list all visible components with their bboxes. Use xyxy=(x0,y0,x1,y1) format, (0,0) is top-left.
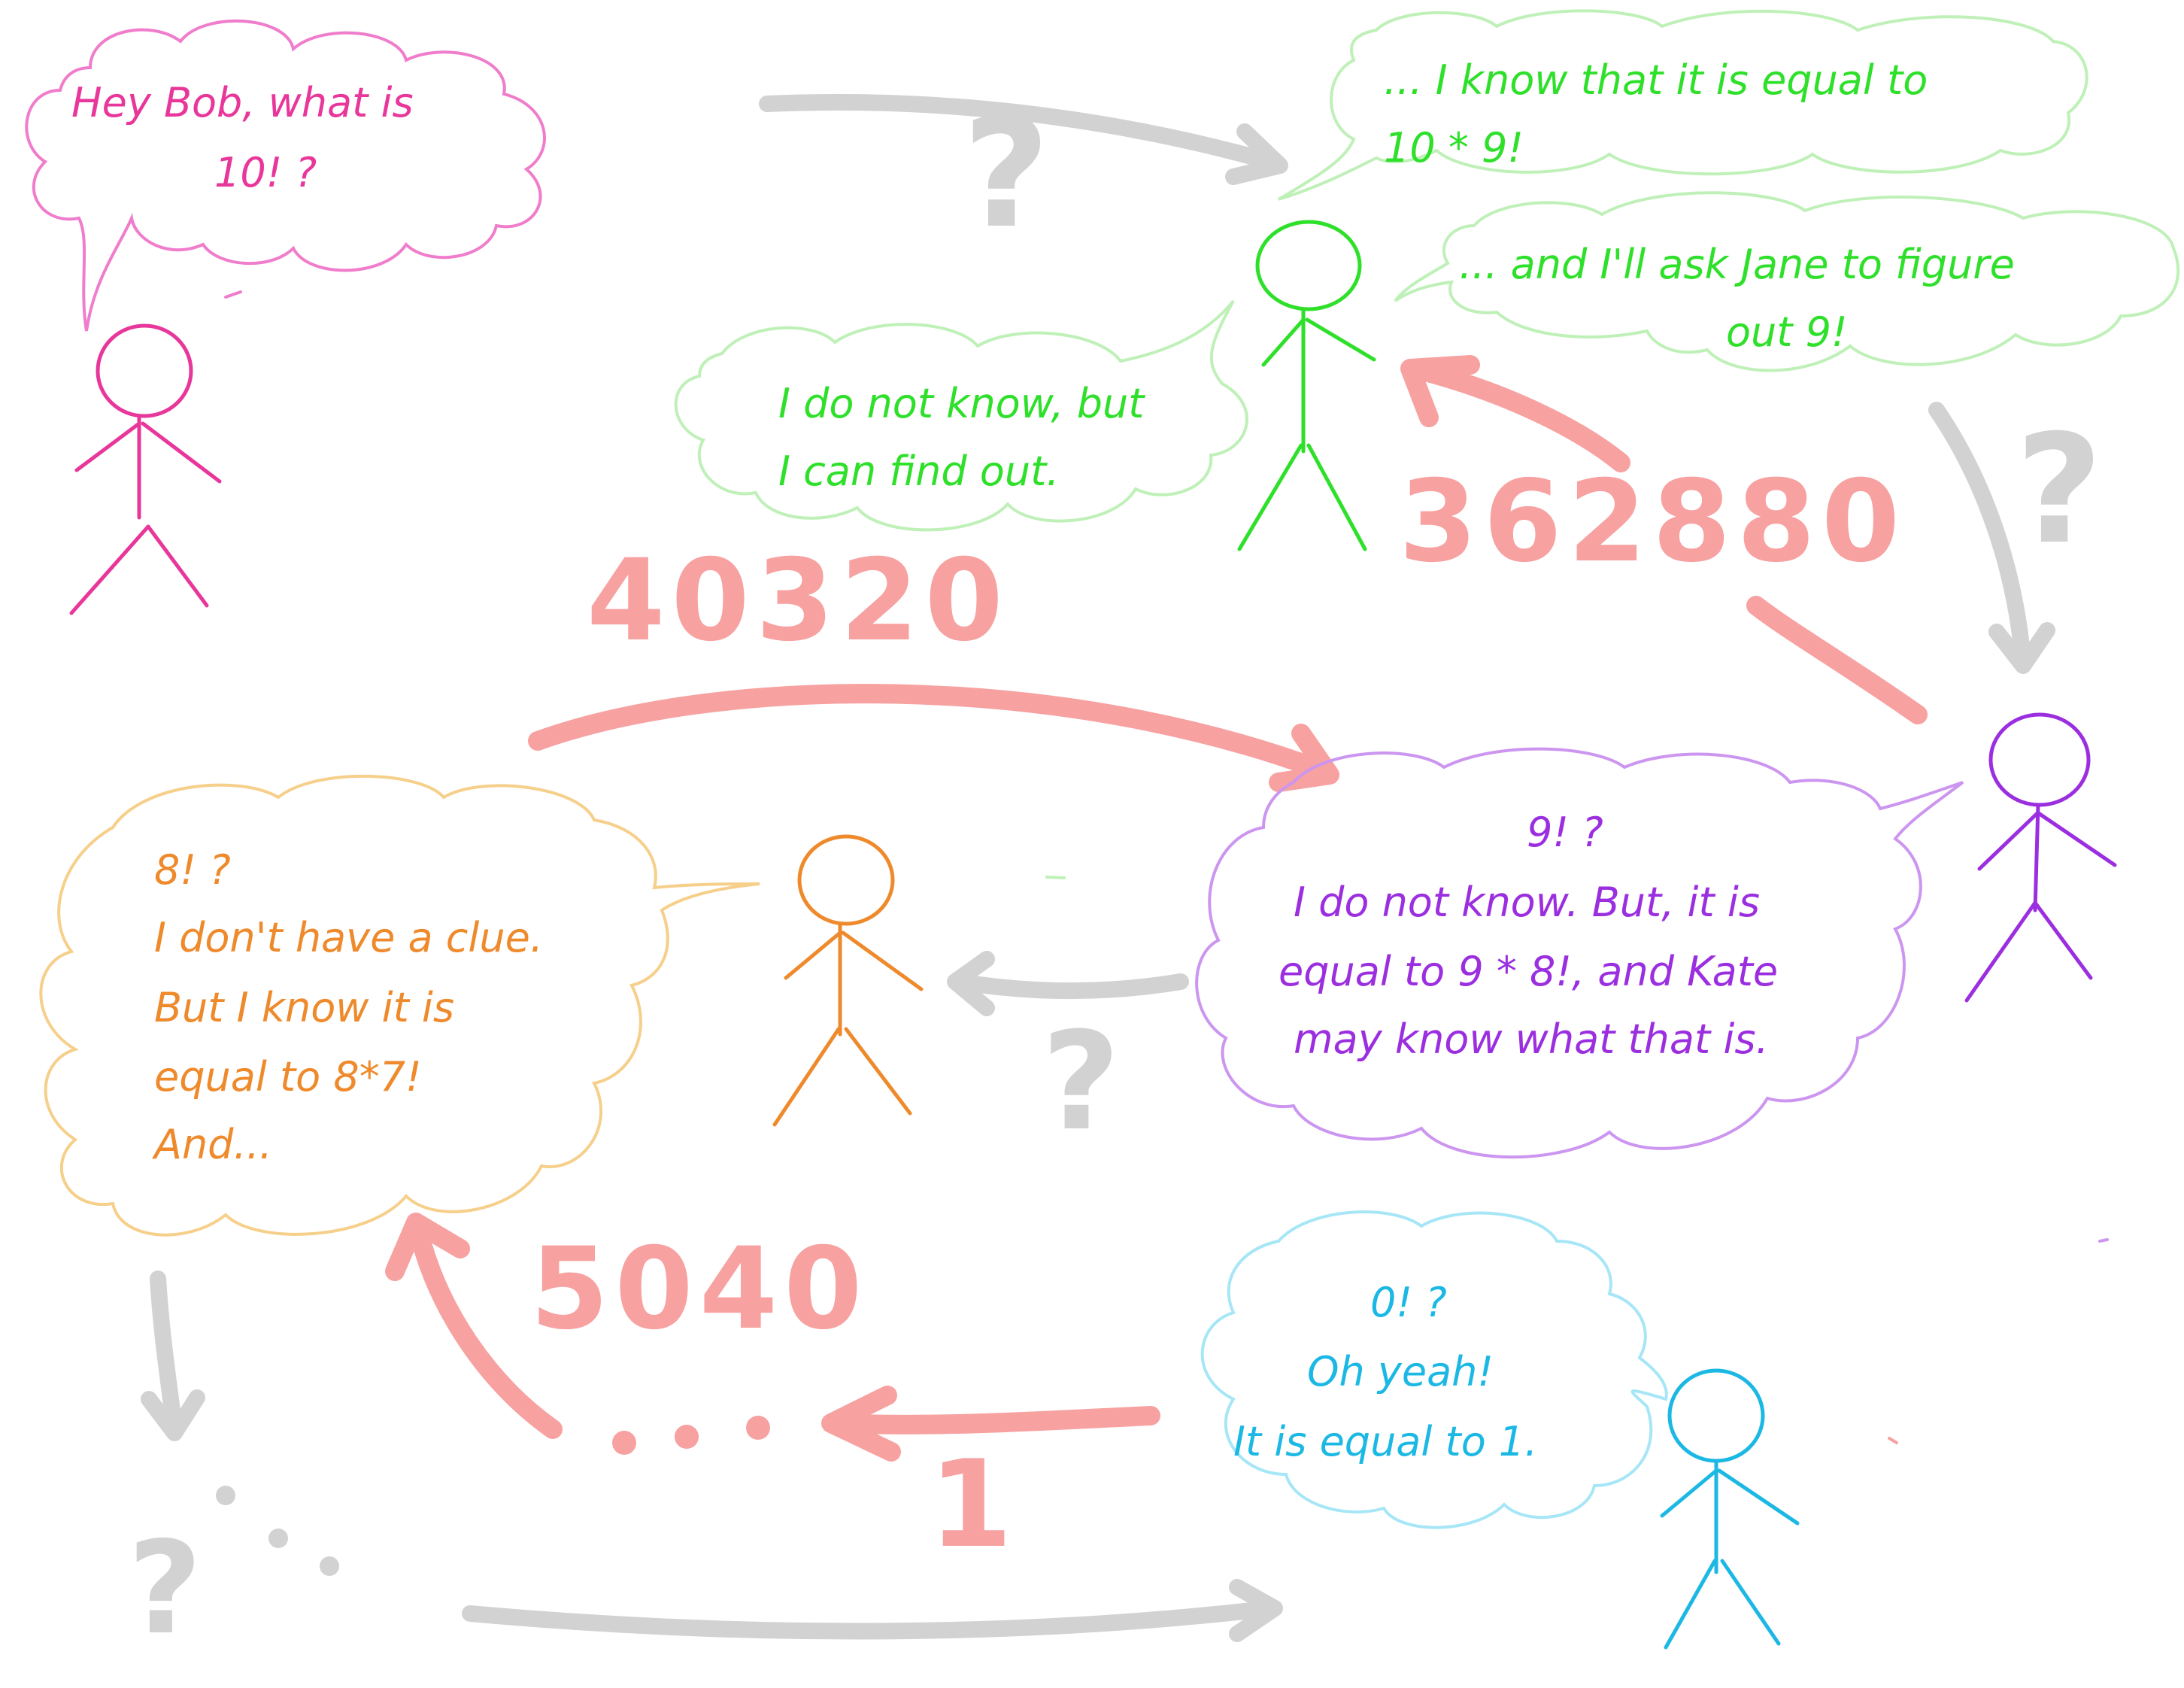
gray-arrowhead-jane-to-kate xyxy=(947,951,995,1016)
red-arrowhead-kate xyxy=(385,1213,470,1281)
question-mark-middle: ? xyxy=(1042,1003,1120,1161)
base-case-speech-line-1: 0! ? xyxy=(1370,1279,1447,1326)
speech-cloud-base-case xyxy=(1200,1210,1668,1529)
question-mark-bottom-left: ? xyxy=(128,1514,202,1663)
result-40320: 40320 xyxy=(587,536,1009,666)
result-1: 1 xyxy=(929,1434,1012,1574)
stray-mark-green xyxy=(1045,876,1066,879)
speech-cloud-jane xyxy=(1195,747,1964,1159)
red-arrowhead-bob xyxy=(1400,355,1480,427)
gray-arrowhead-bob-to-jane xyxy=(1988,622,2055,674)
red-arrow-kate-to-jane xyxy=(528,684,1333,781)
speech-cloud-bob-ask xyxy=(1394,191,2180,372)
stick-figure-jane xyxy=(1964,712,2117,1003)
jane-speech-line-2: I do not know. But, it is xyxy=(1294,879,1760,926)
result-362880: 362880 xyxy=(1399,457,1906,587)
jane-speech-line-3: equal to 9 * 8!, and Kate xyxy=(1279,948,1778,995)
red-dots-middle xyxy=(612,1416,770,1455)
speech-cloud-kate xyxy=(39,774,760,1237)
alice-speech-line-2: 10! ? xyxy=(214,149,317,196)
gray-arrow-alice-to-bob xyxy=(759,93,1287,172)
speech-cloud-bob-left xyxy=(674,299,1248,532)
result-5040: 5040 xyxy=(530,1224,868,1355)
gray-arrowhead-alice-to-bob xyxy=(1225,123,1288,185)
kate-speech-line-1: 8! ? xyxy=(154,846,231,894)
stick-figure-alice xyxy=(69,323,222,615)
stray-mark-pink xyxy=(224,290,242,299)
gray-dots-bottom-left xyxy=(216,1486,339,1576)
gray-arrow-bob-to-jane xyxy=(1928,402,2031,670)
alice-speech-line-1: Hey Bob, what is xyxy=(71,79,414,126)
jane-speech-line-1: 9! ? xyxy=(1527,809,1603,856)
bob-left-speech-line-1: I do not know, but xyxy=(778,380,1145,427)
gray-arrow-bottom-to-blue xyxy=(462,1600,1279,1640)
gray-arrowhead-kate-down xyxy=(141,1389,205,1441)
kate-speech-line-2: I don't have a clue. xyxy=(154,914,543,961)
red-arrow-dots-to-kate xyxy=(408,1216,563,1439)
base-case-speech-line-3: It is equal to 1. xyxy=(1233,1418,1537,1465)
gray-arrowhead-bottom-to-blue xyxy=(1229,1579,1283,1642)
stick-figure-kate xyxy=(772,834,924,1127)
bob-left-speech-line-2: I can find out. xyxy=(778,448,1059,495)
jane-speech-line-4: may know what that is. xyxy=(1294,1016,1769,1063)
question-mark-right: ? xyxy=(2016,402,2103,578)
bob-ask-speech-line-2: out 9! xyxy=(1726,308,1848,356)
kate-speech-line-4: equal to 8*7! xyxy=(154,1053,422,1101)
stick-figure-bob xyxy=(1237,220,1376,551)
red-arrow-blue-to-dots xyxy=(825,1406,1160,1434)
bob-top-speech-line-1: ... I know that it is equal to xyxy=(1384,56,1928,104)
stick-figure-base-case xyxy=(1660,1368,1800,1650)
kate-speech-line-3: But I know it is xyxy=(154,984,454,1031)
red-arrow-jane-to-bob xyxy=(1746,596,1928,724)
gray-arrow-jane-to-kate xyxy=(951,973,1189,999)
gray-arrow-kate-down xyxy=(150,1271,183,1438)
question-mark-top: ? xyxy=(963,87,1050,262)
kate-speech-line-5: And... xyxy=(152,1121,272,1168)
base-case-speech-line-2: Oh yeah! xyxy=(1307,1348,1494,1395)
bob-ask-speech-line-1: ... and I'll ask Jane to figure xyxy=(1459,241,2015,288)
speech-cloud-bob-top xyxy=(1277,9,2088,201)
stray-mark-red xyxy=(1888,1437,1898,1444)
red-arrow-bob-receive xyxy=(1404,359,1630,472)
red-arrowhead-dots xyxy=(821,1386,901,1462)
bob-top-speech-line-2: 10 * 9! xyxy=(1384,124,1524,172)
stray-mark-purple xyxy=(2098,1238,2109,1243)
speech-cloud-alice xyxy=(25,19,546,332)
